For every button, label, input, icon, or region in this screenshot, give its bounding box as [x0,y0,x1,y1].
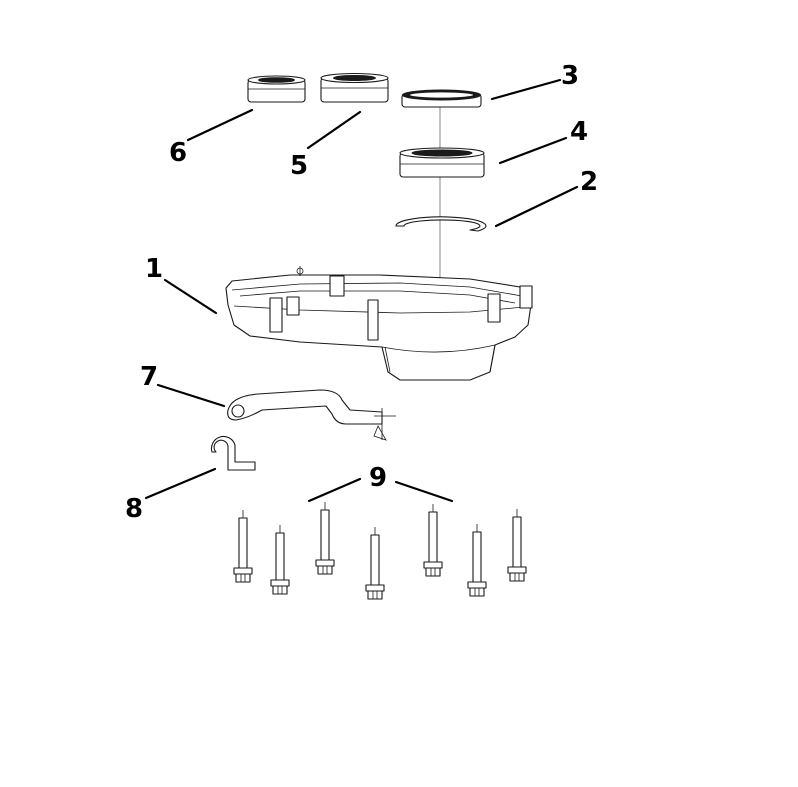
callout-2: 2 [580,167,598,197]
part-6-bearing [247,75,306,103]
bolt [365,527,385,600]
leader-line-1 [163,278,218,315]
part-5-bearing [320,72,389,103]
bolt [233,510,253,583]
part-3-oil-seal [401,89,482,108]
bolt [270,525,290,595]
bolt [315,502,335,575]
part-8-hose-clamp [210,435,256,471]
part-7-lever-arm [227,389,396,441]
callout-8: 8 [125,494,143,524]
part-2-circlip [395,216,487,232]
callout-4: 4 [570,117,588,147]
bolt [467,524,487,597]
part-1-crankcase-cover [225,266,533,381]
leader-line-4 [498,136,568,165]
leader-line-9b [394,480,454,503]
part-9-bolts [233,502,527,600]
leader-line-2 [494,185,579,228]
bolt [423,504,443,577]
leader-line-3 [490,78,562,101]
callout-6: 6 [169,138,187,168]
callout-9: 9 [369,463,387,493]
leader-line-8 [144,467,217,500]
part-4-bearing [399,147,485,178]
callout-7: 7 [140,362,158,392]
callout-5: 5 [290,151,308,181]
leader-line-6 [186,108,254,142]
leader-line-9a [307,477,362,503]
callout-3: 3 [561,61,579,91]
bolt [507,509,527,582]
leader-line-5 [306,110,362,150]
leader-line-7 [156,383,226,408]
callout-1: 1 [145,254,163,284]
